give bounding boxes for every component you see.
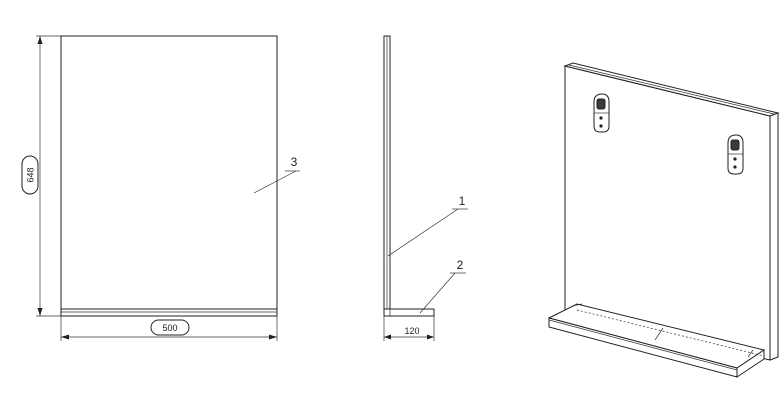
iso-bracket-right — [727, 134, 744, 175]
part-3-label: 3 — [291, 155, 298, 169]
part-1-leader — [387, 208, 459, 257]
depth-dimension: 120 — [383, 316, 435, 341]
part-3-leader — [253, 170, 297, 194]
front-shelf-strip — [60, 308, 278, 317]
height-dimension-label: 648 — [26, 167, 36, 182]
iso-bracket-left — [593, 93, 610, 133]
width-dimension: 500 — [60, 316, 278, 341]
width-dimension-bubble — [150, 319, 190, 336]
width-dimension-label: 500 — [162, 323, 177, 333]
depth-dimension-label: 120 — [404, 326, 419, 336]
front-mirror-panel — [60, 35, 278, 310]
part-2-label: 2 — [457, 258, 464, 272]
iso-board-side-edge — [769, 112, 779, 361]
side-shelf — [383, 308, 435, 317]
height-dimension-bubble — [21, 155, 39, 195]
part-2-leader — [419, 272, 456, 314]
part-1-label: 1 — [459, 194, 466, 208]
height-dimension: 648 — [21, 35, 61, 317]
front-view: 648 500 3 — [21, 35, 300, 341]
isometric-view — [547, 62, 780, 378]
iso-shelf-side — [736, 349, 765, 378]
side-view: 120 1 2 — [383, 35, 468, 341]
